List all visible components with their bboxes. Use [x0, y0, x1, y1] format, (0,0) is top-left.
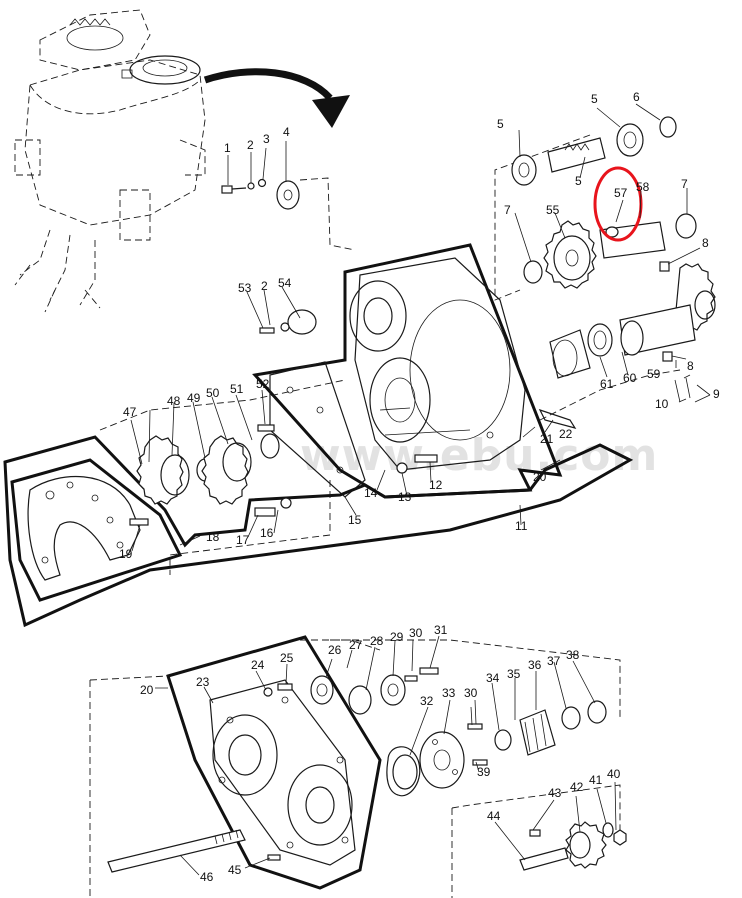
callout-43: 43: [548, 786, 562, 800]
callout-7-b: 7: [504, 203, 511, 217]
callout-26: 26: [328, 643, 342, 657]
callout-45: 45: [228, 863, 242, 877]
callout-25: 25: [280, 651, 294, 665]
callout-48: 48: [167, 394, 181, 408]
callout-52: 52: [256, 377, 270, 391]
leader-lines: [130, 103, 711, 876]
callout-9: 9: [713, 387, 720, 401]
callout-labels: 1 2 3 4 5 5 6 5 57 58 7 7 55 8 53 2 54 8…: [119, 90, 720, 884]
callout-38: 38: [566, 648, 580, 662]
callout-39: 39: [477, 765, 491, 779]
callout-3: 3: [263, 132, 270, 146]
callout-8-b: 8: [687, 359, 694, 373]
callout-6: 6: [633, 90, 640, 104]
callout-24: 24: [251, 658, 265, 672]
callout-55: 55: [546, 203, 560, 217]
callout-40: 40: [607, 767, 621, 781]
callout-12: 12: [429, 478, 443, 492]
callout-28: 28: [370, 634, 384, 648]
callout-20-a: 20: [533, 470, 547, 484]
callout-2: 2: [247, 138, 254, 152]
callout-5-a: 5: [497, 117, 504, 131]
callout-50: 50: [206, 386, 220, 400]
watermark-text: www.ebu.com: [300, 430, 658, 481]
callout-59: 59: [647, 367, 661, 381]
callout-5-b: 5: [591, 92, 598, 106]
idler-gear-group: [3, 379, 634, 628]
callout-13: 13: [398, 490, 412, 504]
drive-pulley-group: [310, 639, 627, 898]
transmission-housing-sketch: [14, 9, 206, 313]
callout-37: 37: [547, 654, 561, 668]
callout-21: 21: [540, 432, 554, 446]
shaft-and-bearings-group: [494, 116, 716, 421]
callout-19: 19: [119, 547, 133, 561]
callout-44: 44: [487, 809, 501, 823]
callout-27: 27: [349, 638, 363, 652]
lower-cover-assembly: [89, 635, 382, 898]
callout-20-b: 20: [140, 683, 154, 697]
callout-8-a: 8: [702, 236, 709, 250]
callout-49: 49: [187, 391, 201, 405]
callout-53: 53: [238, 281, 252, 295]
callout-23: 23: [196, 675, 210, 689]
callout-42: 42: [570, 780, 584, 794]
callout-22: 22: [559, 427, 573, 441]
callout-10: 10: [655, 397, 669, 411]
callout-31: 31: [434, 623, 448, 637]
callout-5-c: 5: [575, 174, 582, 188]
callout-36: 36: [528, 658, 542, 672]
callout-47: 47: [123, 405, 137, 419]
callout-34: 34: [486, 671, 500, 685]
callout-35: 35: [507, 667, 521, 681]
callout-1: 1: [224, 141, 231, 155]
callout-51: 51: [230, 382, 244, 396]
callout-58: 58: [636, 180, 650, 194]
callout-54: 54: [278, 276, 292, 290]
callout-30-b: 30: [464, 686, 478, 700]
callout-61: 61: [600, 377, 614, 391]
callout-11: 11: [515, 519, 528, 533]
callout-60: 60: [623, 371, 637, 385]
callout-46: 46: [200, 870, 214, 884]
callout-14: 14: [364, 486, 378, 500]
cover-plate-hardware-group: [221, 177, 356, 251]
callout-7-a: 7: [681, 177, 688, 191]
callout-18: 18: [206, 530, 220, 544]
callout-17: 17: [236, 533, 250, 547]
callout-57: 57: [614, 186, 628, 200]
callout-32: 32: [420, 694, 434, 708]
callout-16: 16: [260, 526, 274, 540]
bearing-cap-54: [259, 309, 317, 335]
callout-33: 33: [442, 686, 456, 700]
callout-4: 4: [283, 125, 290, 139]
highlight-circle-57: [593, 166, 643, 242]
callout-41: 41: [589, 773, 603, 787]
callout-29: 29: [390, 630, 404, 644]
callout-15: 15: [348, 513, 362, 527]
callout-30-a: 30: [409, 626, 423, 640]
curved-pointer-arrow: [203, 68, 350, 128]
callout-2-b: 2: [261, 279, 268, 293]
